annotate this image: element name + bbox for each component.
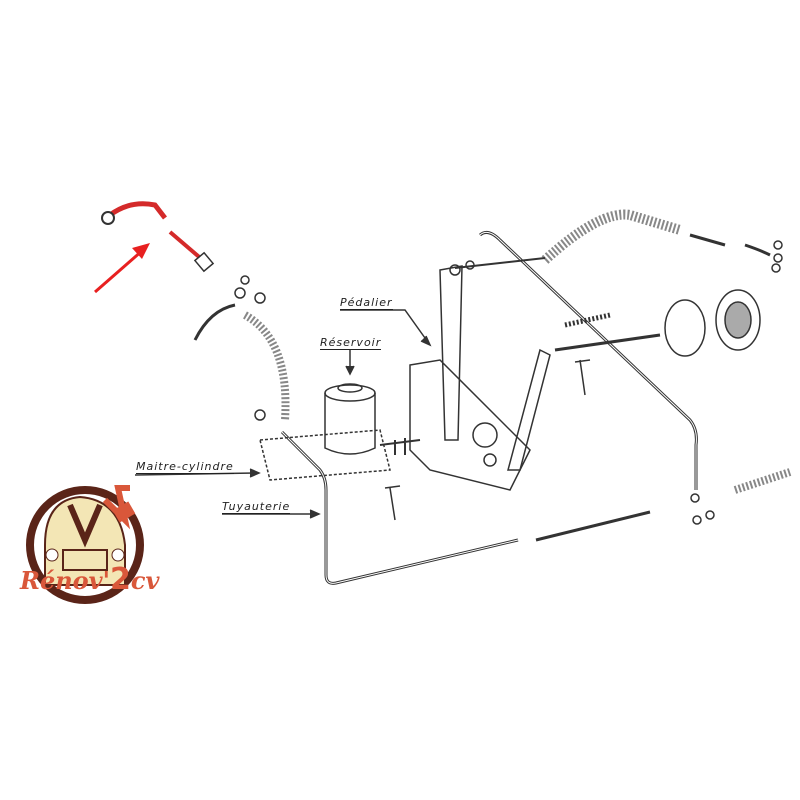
reservoir-drawing (324, 383, 376, 455)
logo-suffix: cv (130, 566, 160, 595)
label-tuyauterie: Tuyauterie (222, 500, 291, 514)
logo-prefix: Rénov' (20, 566, 110, 595)
flexible-hose-right (733, 468, 792, 494)
logo-number: 2 (109, 562, 131, 597)
master-cylinder-drawing (259, 429, 391, 481)
rear-brake-pipe (535, 510, 651, 542)
red-pointer-arrow (94, 243, 150, 294)
flexible-hose-top (541, 209, 682, 264)
logo-wordmark: Rénov'2cv (20, 562, 159, 597)
brake-pipe (280, 430, 519, 585)
highlighted-brake-hose (101, 201, 215, 273)
pedal-assembly-drawing (409, 257, 551, 491)
clutch-drawing (554, 289, 761, 357)
label-maitre-cylindre: Maitre-cylindre (136, 460, 234, 474)
flexible-hose-left (242, 311, 290, 421)
label-pedalier: Pédalier (340, 296, 393, 310)
renov2cv-logo (26, 485, 144, 604)
label-reservoir: Réservoir (320, 336, 382, 350)
